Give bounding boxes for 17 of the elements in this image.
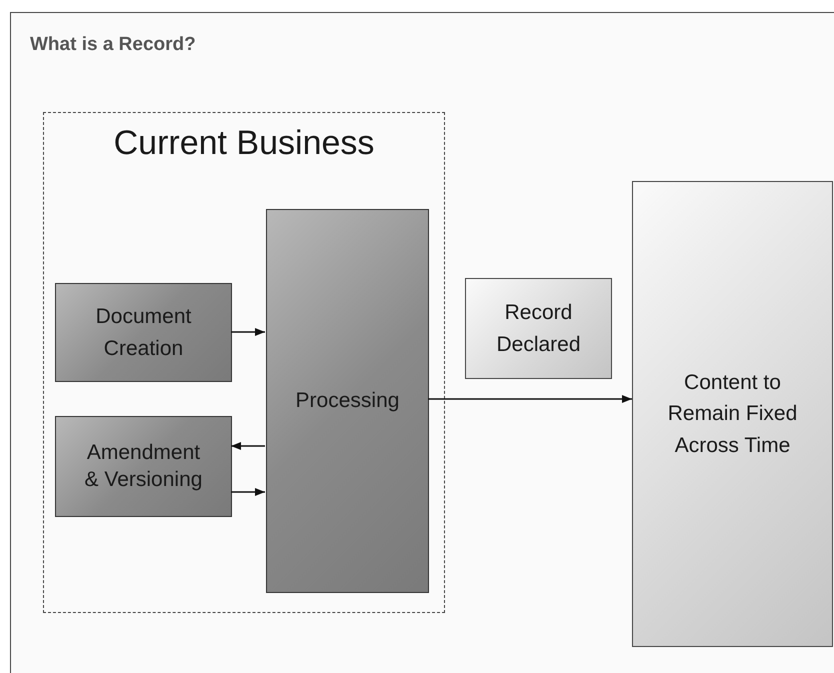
node-label: Record Declared [495, 300, 582, 358]
process-box [632, 181, 833, 647]
arrow [231, 488, 265, 496]
arrow [231, 442, 265, 450]
group-heading: Current Business [112, 123, 376, 164]
process-box [266, 209, 429, 593]
arrow [231, 328, 265, 336]
node-label: Amendment & Versioning [84, 440, 204, 492]
node-label: Content to Remain Fixed Across Time [666, 370, 798, 459]
node-label: Document Creation [94, 304, 192, 362]
diagram-title: What is a Record? [30, 34, 196, 56]
process-box [55, 416, 232, 517]
process-box [465, 278, 612, 379]
process-box [55, 283, 232, 382]
node-label: Processing [296, 388, 400, 414]
group-container [43, 112, 445, 613]
arrow [428, 395, 632, 403]
